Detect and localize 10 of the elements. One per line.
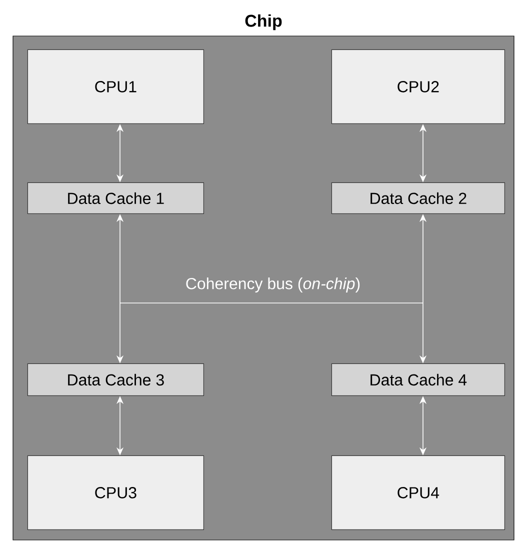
cache-box: Data Cache 2: [331, 182, 505, 214]
cpu-box: CPU1: [27, 49, 204, 124]
edge-label: Coherency bus (on-chip): [184, 276, 362, 294]
cache-box: Data Cache 4: [331, 363, 505, 396]
cache-box: Data Cache 3: [27, 363, 204, 396]
node-label: Chip: [245, 14, 282, 30]
cpu-box: CPU3: [27, 455, 204, 530]
cpu-box: CPU2: [331, 49, 505, 124]
cpu-box: CPU4: [331, 455, 505, 530]
cache-box: Data Cache 1: [27, 182, 204, 214]
